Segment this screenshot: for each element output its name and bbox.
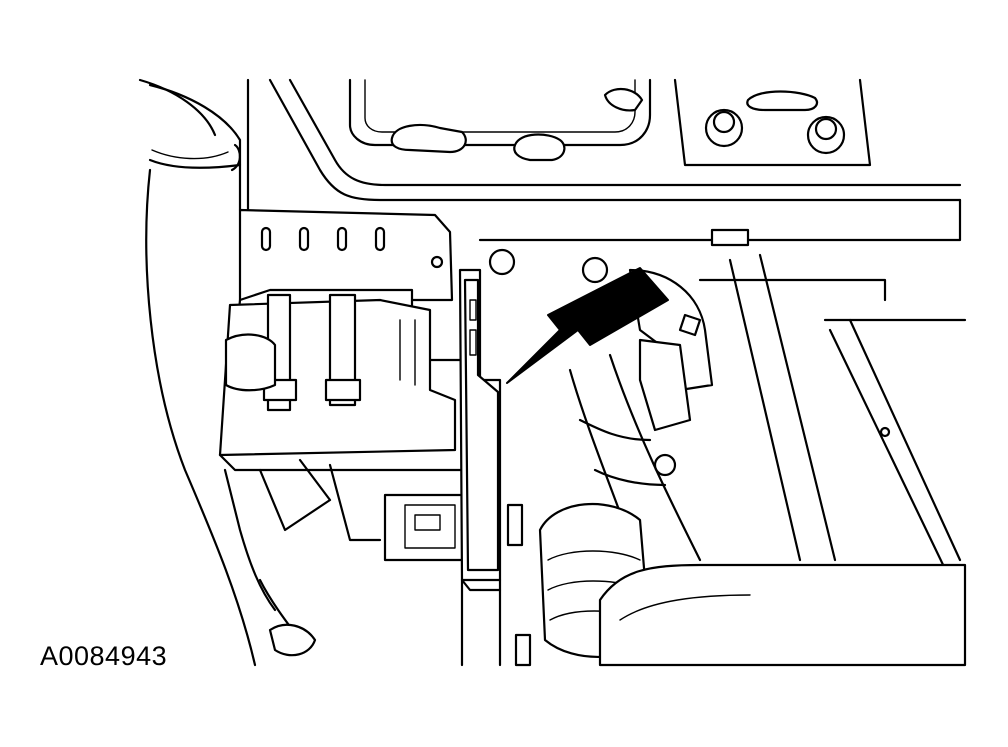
connector-clip-assembly [218,293,467,472]
mounting-studs [488,228,750,667]
mounting-bracket [233,208,472,362]
relay-box [383,493,472,562]
pointer-arrow [506,267,669,384]
electronic-module [458,268,502,592]
center-divider [460,578,502,667]
upper-right-bracket [673,78,872,167]
lower-right-cover [598,563,967,667]
lower-left-structure [223,458,382,657]
figure-id-label: A0084943 [40,641,168,671]
left-fender-outline [138,78,257,667]
cowl-panel [246,78,962,242]
right-side-rails [698,253,967,602]
upper-tray [348,78,652,162]
